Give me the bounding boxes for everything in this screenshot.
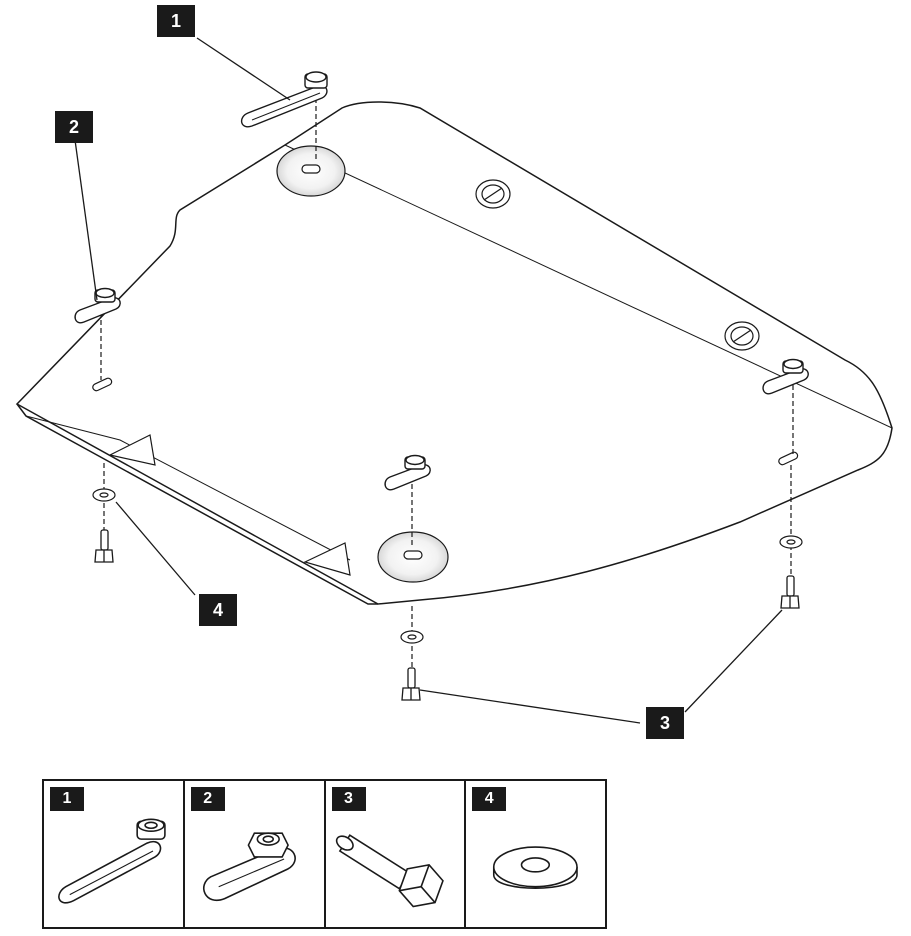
- service-port-right: [724, 321, 760, 351]
- legend-cell-4: 4: [466, 781, 605, 927]
- hex-bolt-part-center: [401, 667, 421, 701]
- legend-number: 4: [472, 787, 507, 811]
- parts-legend: 1 2 3: [42, 779, 607, 929]
- legend-number: 3: [331, 787, 366, 811]
- hex-bolt-part-left: [94, 529, 114, 563]
- service-port-rear: [475, 179, 511, 209]
- washer-part-left: [92, 488, 116, 502]
- legend-cell-1: 1: [44, 781, 185, 927]
- washer-part-right: [779, 535, 803, 549]
- legend-cell-2: 2: [185, 781, 326, 927]
- legend-number: 1: [50, 787, 84, 811]
- skid-plate: [15, 101, 893, 605]
- mount-dimple-rear: [276, 145, 346, 197]
- plate-slots: [92, 377, 799, 466]
- hex-bolt-icon: [335, 834, 444, 908]
- legend-number: 2: [190, 787, 225, 811]
- legend-cell-3: 3: [326, 781, 467, 927]
- long-nut-plate-icon: [58, 818, 166, 904]
- callout-3: 3: [646, 707, 684, 739]
- hex-bolt-part-right: [780, 575, 800, 609]
- clip-nut-icon: [202, 832, 296, 902]
- clip-nut-part-right: [762, 358, 809, 395]
- leader-lines: [74, 37, 783, 724]
- callout-1: 1: [157, 5, 195, 37]
- clip-nut-part-center: [384, 454, 431, 491]
- callout-2: 2: [55, 111, 93, 143]
- callout-4: 4: [199, 594, 237, 626]
- long-nut-plate-part: [241, 71, 328, 128]
- washer-part-center: [400, 630, 424, 644]
- mount-dimple-front: [377, 531, 449, 583]
- washer-icon: [493, 846, 579, 889]
- clip-nut-part-left: [74, 287, 121, 324]
